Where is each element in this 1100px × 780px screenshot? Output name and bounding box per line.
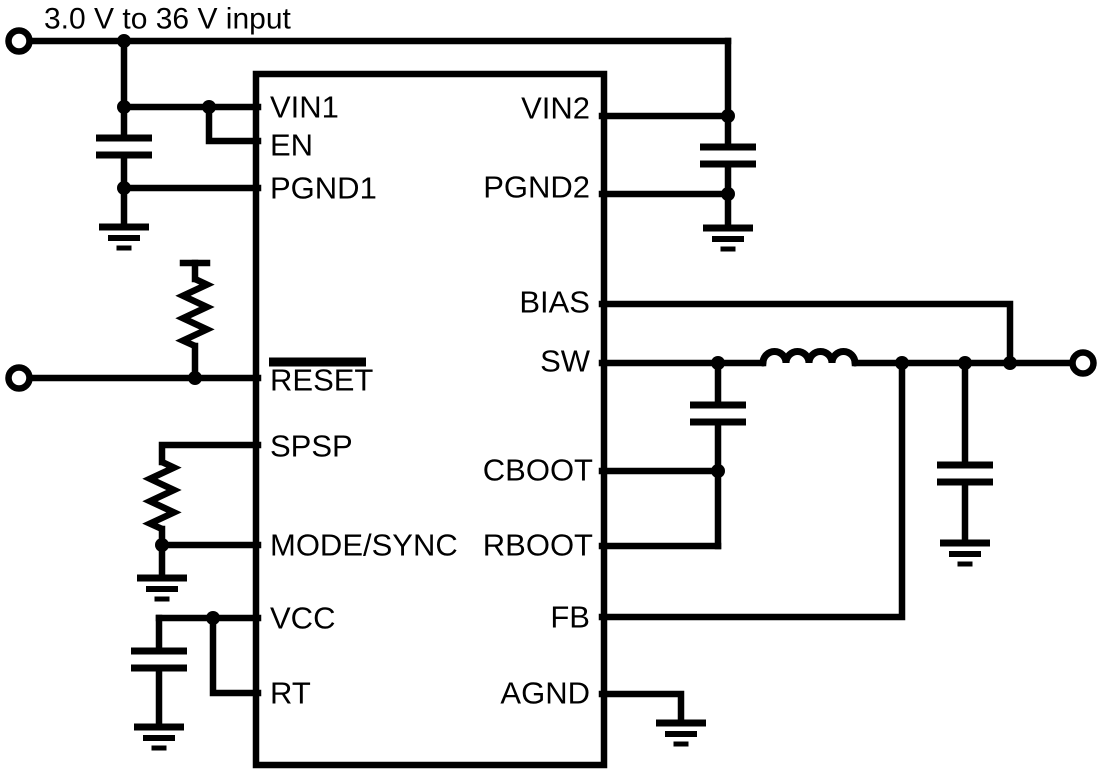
pin-label-pgnd2: PGND2 [483, 170, 590, 205]
ground-agnd [656, 719, 706, 747]
pin-label-rboot: RBOOT [483, 528, 593, 563]
output-terminal [1069, 349, 1097, 377]
junction-dot [721, 187, 735, 201]
pin-label-fb: FB [550, 600, 590, 635]
wire-fb [598, 359, 906, 621]
junction-dot [711, 464, 725, 478]
junction-dot [206, 611, 220, 625]
input-voltage-label: 3.0 V to 36 V input [44, 3, 292, 36]
input-terminal [5, 27, 33, 55]
junction-dot [721, 109, 735, 123]
junction-dot [155, 538, 169, 552]
capacitor-group [96, 134, 993, 672]
junction-dot [1003, 356, 1017, 370]
wire-en [205, 103, 262, 145]
cboot-capacitor [690, 401, 746, 426]
pin-label-agnd: AGND [500, 676, 590, 711]
output-inductor [759, 348, 859, 367]
mode-sync-resistor [142, 459, 182, 532]
ground-vcc-cap [134, 723, 184, 751]
pin-label-sw: SW [540, 344, 591, 379]
ground-input-cap [99, 223, 149, 251]
reset-terminal [5, 364, 33, 392]
reset-pullup-resistor [175, 276, 215, 349]
input-capacitor [96, 134, 152, 159]
wire-spsp [158, 441, 262, 466]
pin-label-vcc: VCC [270, 601, 335, 636]
junction-dot [117, 181, 131, 195]
vcc-capacitor [131, 647, 187, 672]
pin-label-cboot: CBOOT [483, 453, 593, 488]
wire-agnd [598, 690, 685, 724]
wire-bias [598, 300, 1014, 367]
pin-label-reset: RESET [270, 363, 373, 398]
junction-dot [188, 371, 202, 385]
junction-dot [958, 356, 972, 370]
junction-dot [202, 100, 216, 114]
ground-group [99, 223, 990, 751]
pin-label-vin2: VIN2 [521, 91, 590, 126]
pin-label-mode-sync: MODE/SYNC [270, 528, 458, 563]
left-pin-labels: VIN1 EN PGND1 RESET SPSP MODE/SYNC VCC R… [270, 90, 458, 711]
right-pin-labels: VIN2 PGND2 BIAS SW CBOOT RBOOT FB AGND [483, 91, 593, 711]
ground-vin2-cap [703, 224, 753, 252]
pin-label-en: EN [270, 128, 313, 163]
junction-dot [711, 356, 725, 370]
pin-label-vin1: VIN1 [270, 90, 339, 125]
output-capacitor [937, 461, 993, 486]
junction-dot [895, 356, 909, 370]
terminal-group [5, 27, 1097, 392]
junction-dot [117, 34, 131, 48]
pin-label-bias: BIAS [519, 285, 590, 320]
vin2-capacitor [700, 143, 756, 168]
junction-dot [117, 100, 131, 114]
ic-body [252, 70, 608, 769]
wire-group [28, 37, 1074, 728]
pin-label-rt: RT [270, 676, 311, 711]
wire-rt [209, 614, 262, 697]
junction-dot-group [117, 34, 1017, 625]
pin-label-pgnd1: PGND1 [270, 171, 377, 206]
ground-mode-sync [137, 574, 187, 602]
resistor-group [142, 276, 215, 532]
ground-output-cap [940, 539, 990, 567]
pin-label-spsp: SPSP [270, 429, 353, 464]
